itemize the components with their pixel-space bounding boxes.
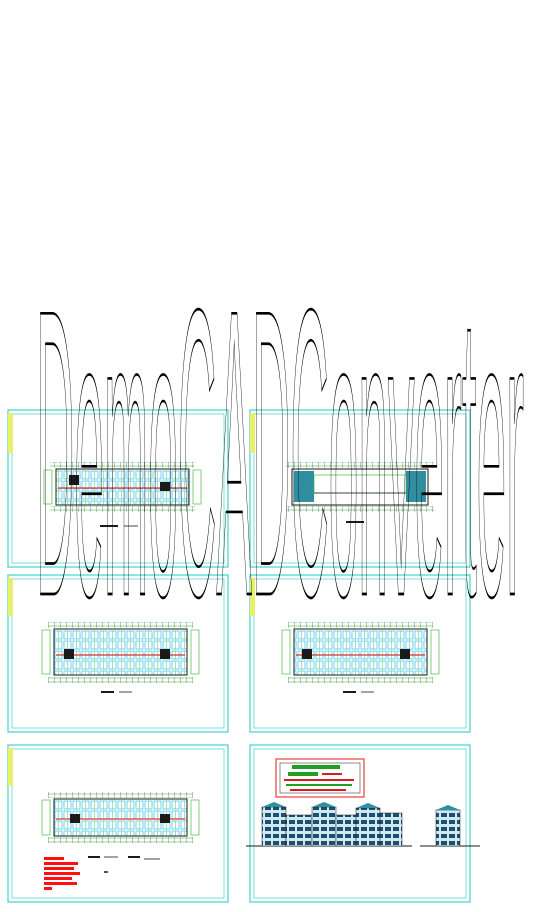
floor-plan (41, 622, 200, 683)
title-strip (8, 413, 13, 453)
drawing-sheet-1 (7, 409, 229, 568)
title-strip (8, 578, 13, 616)
front-elevation (246, 802, 412, 847)
floor-plan (43, 462, 202, 512)
title-block (275, 758, 365, 798)
floor-plan (41, 792, 200, 843)
roof-plan (286, 462, 434, 512)
title-strip (250, 413, 255, 453)
side-elevation (420, 805, 480, 847)
drawing-sheet-5 (7, 744, 229, 903)
floor-plan (281, 622, 440, 683)
title-strip (8, 748, 13, 786)
notes-block (44, 857, 80, 890)
drawing-sheet-6 (246, 744, 480, 903)
title-strip (250, 578, 255, 616)
watermark-text: DemoCADConverter (36, 226, 524, 681)
drawing-sheet-3 (7, 574, 229, 733)
drawing-sheet-4 (249, 574, 471, 733)
drawing-sheet-2 (249, 409, 471, 568)
